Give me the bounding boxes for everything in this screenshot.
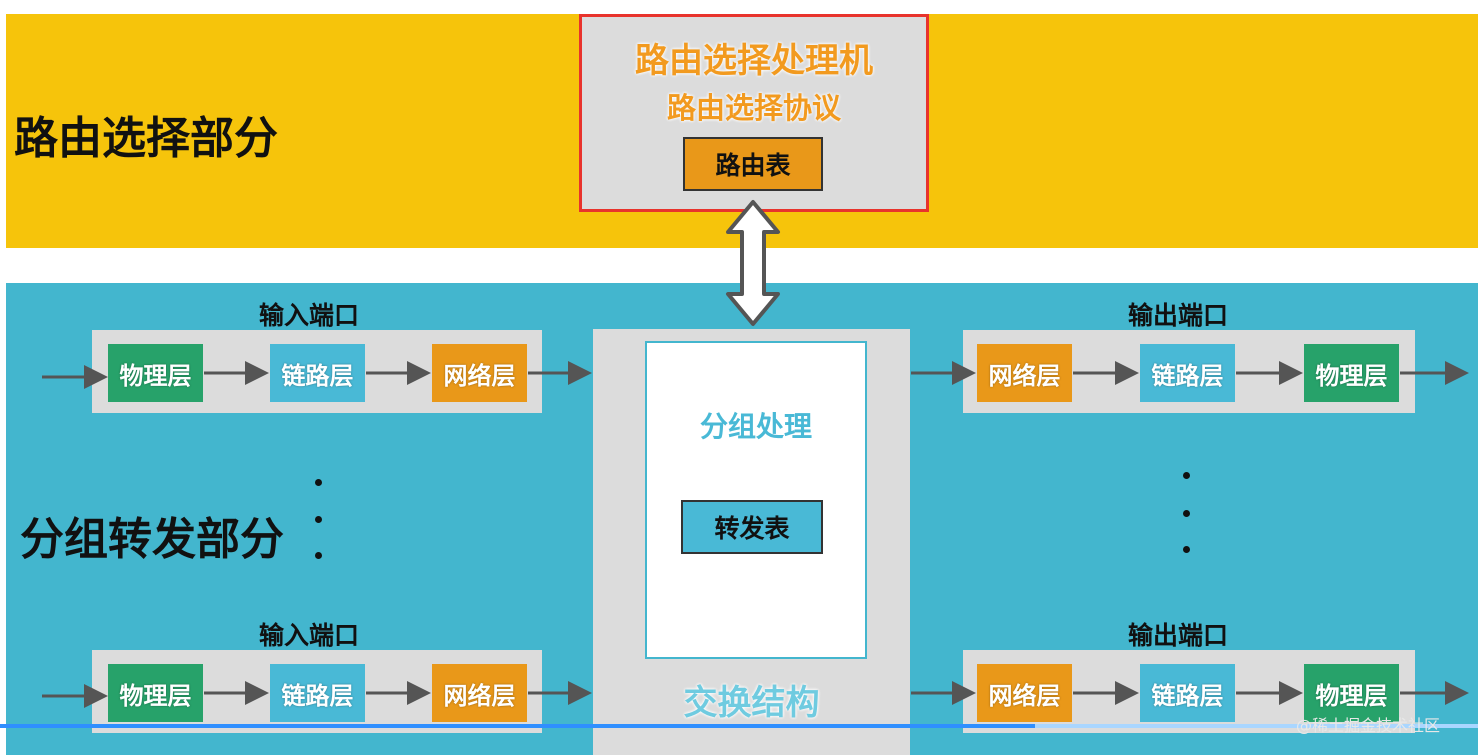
output-port-title: 输出端口: [1128, 621, 1229, 650]
ellipsis-dot: [315, 479, 322, 486]
ellipsis-dot: [315, 552, 322, 559]
routing-protocol-label: 路由选择协议: [666, 91, 841, 125]
physical-layer: 物理层: [108, 344, 203, 402]
input-port-title: 输入端口: [259, 301, 360, 330]
forwarding-section-label: 分组转发部分: [20, 514, 284, 565]
link-layer: 链路层: [1140, 664, 1235, 722]
network-layer: 网络层: [977, 664, 1072, 722]
network-layer: 网络层: [432, 344, 527, 402]
ellipsis-dot: [1183, 546, 1190, 553]
physical-layer: 物理层: [1304, 664, 1399, 722]
switch-fabric-box: 分组处理 转发表 交换结构: [593, 329, 910, 755]
bidirectional-arrow: [726, 200, 780, 326]
link-layer: 链路层: [270, 344, 365, 402]
network-layer: 网络层: [432, 664, 527, 722]
physical-layer: 物理层: [108, 664, 203, 722]
physical-layer: 物理层: [1304, 344, 1399, 402]
link-layer: 链路层: [270, 664, 365, 722]
switch-fabric-label: 交换结构: [683, 683, 820, 723]
routing-processor-box: 路由选择处理机 路由选择协议 路由表: [579, 14, 929, 212]
ellipsis-dot: [1183, 472, 1190, 479]
input-port-title: 输入端口: [259, 621, 360, 650]
packet-processing-label: 分组处理: [699, 410, 812, 443]
forwarding-table: 转发表: [681, 500, 823, 554]
routing-table: 路由表: [683, 137, 823, 191]
watermark: @稀土掘金技术社区: [1296, 716, 1441, 735]
routing-processor-title: 路由选择处理机: [635, 41, 873, 81]
video-progress-fill: [0, 724, 1035, 728]
packet-processing-box: 分组处理 转发表: [645, 341, 867, 659]
routing-section-label: 路由选择部分: [14, 113, 278, 164]
network-layer: 网络层: [977, 344, 1072, 402]
video-progress-bar[interactable]: [0, 724, 1478, 728]
link-layer: 链路层: [1140, 344, 1235, 402]
ellipsis-dot: [1183, 510, 1190, 517]
ellipsis-dot: [315, 516, 322, 523]
output-port-title: 输出端口: [1128, 301, 1229, 330]
